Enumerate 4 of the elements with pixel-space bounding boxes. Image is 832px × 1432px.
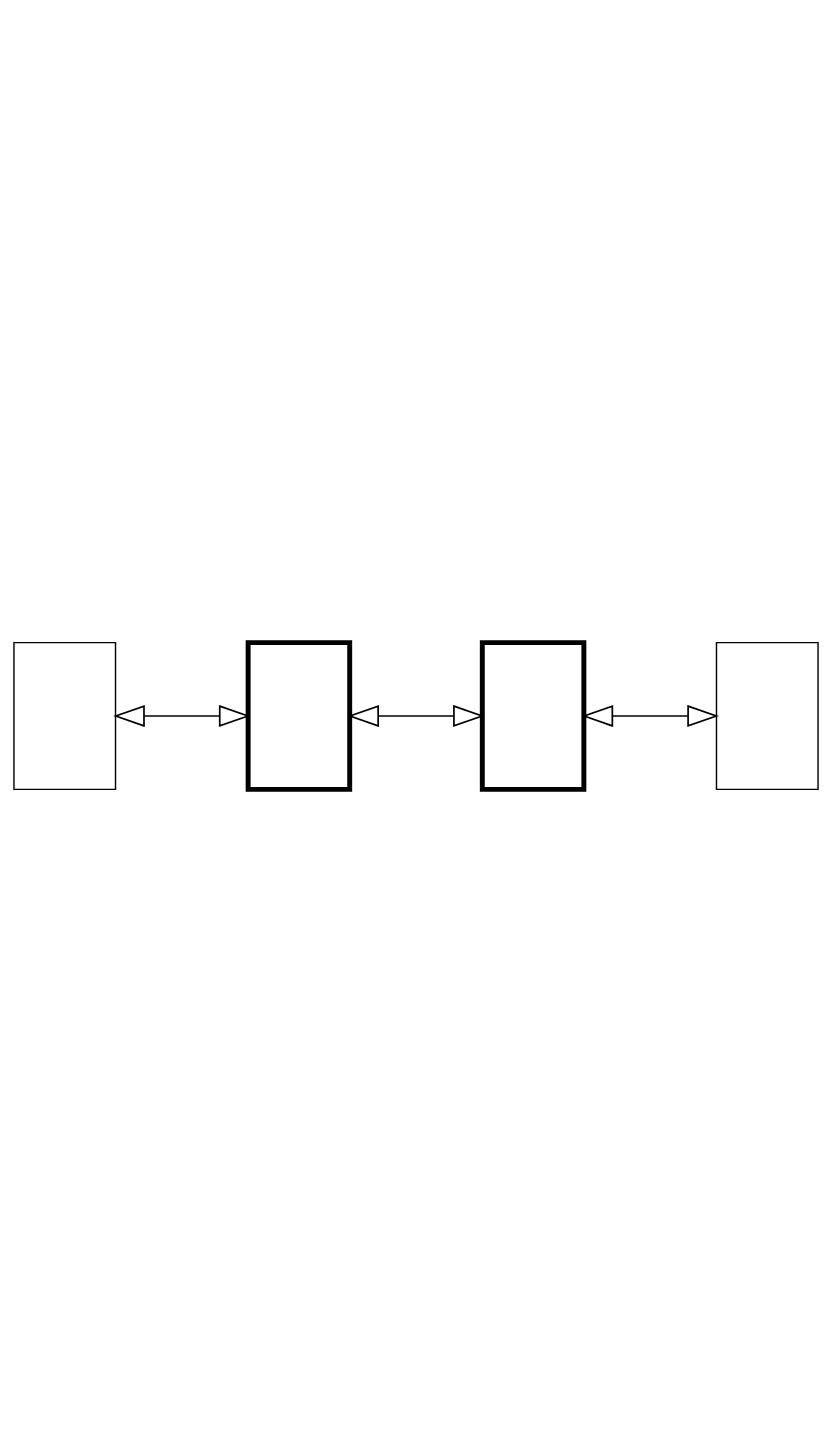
node-box <box>479 640 587 792</box>
node-box <box>245 640 353 792</box>
node-box <box>13 641 117 791</box>
node-box <box>715 641 819 791</box>
